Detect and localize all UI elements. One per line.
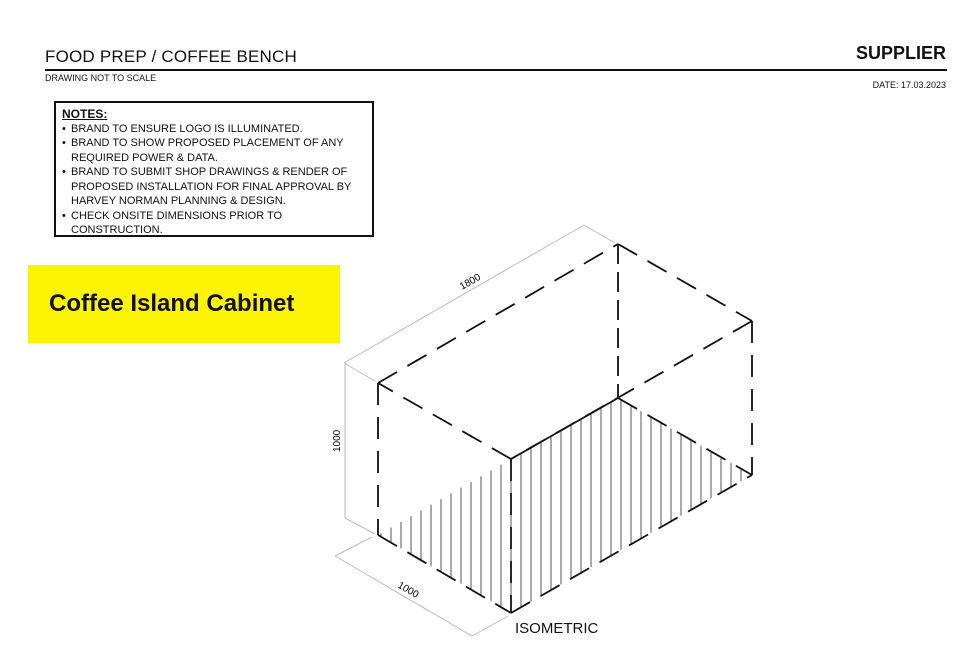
notes-heading: NOTES: [62,107,108,121]
cabinet-label: Coffee Island Cabinet [28,265,340,343]
cabinet-label-text: Coffee Island Cabinet [49,290,295,317]
supplier-heading: SUPPLIER [855,43,946,63]
view-label: ISOMETRIC [515,620,599,637]
floor-hatching [380,398,752,613]
note-item: CHECK ONSITE DIMENSIONS PRIOR TO CONSTRU… [62,209,366,238]
dimension-lines [334,224,616,637]
notes-box: NOTES: BRAND TO ENSURE LOGO IS ILLUMINAT… [54,101,374,237]
scale-note: DRAWING NOT TO SCALE [45,73,157,83]
dim-length-label: 1800 [458,272,483,293]
dim-depth-label: 1000 [396,580,421,601]
note-item: BRAND TO SHOW PROPOSED PLACEMENT OF ANY … [62,136,366,165]
cabinet-outline [377,243,753,614]
drawing-title: FOOD PREP / COFFEE BENCH [45,47,297,66]
note-item: BRAND TO ENSURE LOGO IS ILLUMINATED. [62,122,366,137]
title-rule [45,69,947,71]
dim-height-label: 1000 [332,429,343,452]
drawing-date: DATE: 17.03.2023 [872,80,946,90]
note-item: BRAND TO SUBMIT SHOP DRAWINGS & RENDER O… [62,165,366,209]
